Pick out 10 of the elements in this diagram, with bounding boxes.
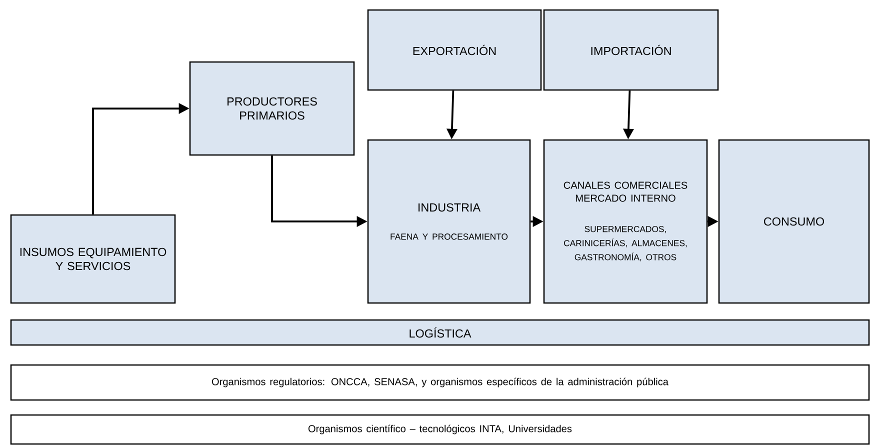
process-box: INSUMOS EQUIPAMIENTO Y SERVICIOS bbox=[10, 214, 176, 304]
band: Organismos científico – tecnológicos INTA, Universidades bbox=[10, 414, 870, 445]
band: Organismos regulatorios: ONCCA, SENASA, y organismos específicos de la administración pública bbox=[10, 364, 870, 401]
process-box: CONSUMO bbox=[718, 139, 870, 304]
process-box: PRODUCTORES PRIMARIOS bbox=[189, 61, 355, 156]
process-box: EXPORTACIÓN bbox=[367, 9, 542, 91]
band: LOGÍSTICA bbox=[10, 319, 870, 346]
process-box: CANALES COMERCIALES MERCADO INTERNO SUPERMERCADOS, CARINICERÍAS, ALMACENES, GASTRONOMÍA, OTROS bbox=[543, 139, 708, 304]
process-box: IMPORTACIÓN bbox=[543, 9, 719, 91]
process-box: INDUSTRIA FAENA Y PROCESAMIENTO bbox=[367, 139, 531, 304]
